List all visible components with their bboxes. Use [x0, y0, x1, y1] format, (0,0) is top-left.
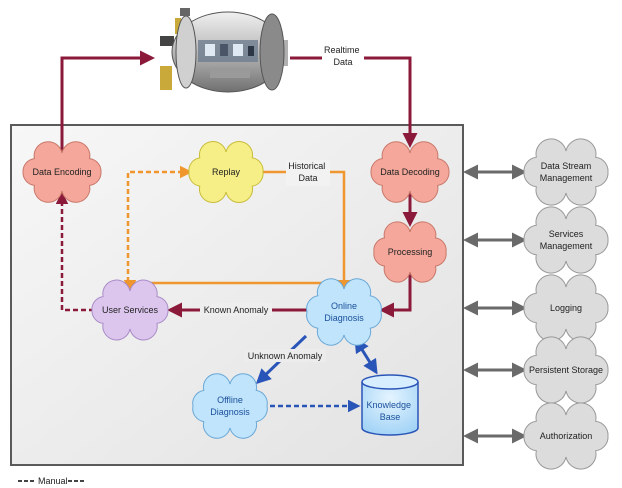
processing-node: Processing: [373, 221, 447, 283]
manual-arrow-user-services-to-encoding: [55, 191, 94, 312]
arrow-processing-to-online: [379, 274, 412, 318]
user-services-node-label: User Services: [102, 305, 159, 315]
legend-manual: Manual: [18, 476, 86, 486]
replay-node-label: Replay: [212, 167, 241, 177]
data-decoding-node: Data Decoding: [370, 141, 450, 203]
service-logging: Logging: [523, 274, 609, 342]
edge-label-known-anomaly: Known Anomaly: [204, 305, 269, 315]
service-authorization-label: Authorization: [540, 431, 593, 441]
edge-label-realtime-data: Realtime Data: [324, 45, 362, 67]
service-connectors: [463, 164, 527, 444]
edge-label-unknown-anomaly: Unknown Anomaly: [248, 351, 323, 361]
user-services-node: User Services: [91, 279, 169, 341]
knowledge-base-cylinder: Knowledge Base: [361, 374, 419, 436]
service-authorization: Authorization: [523, 402, 609, 470]
service-persistent-storage-label: Persistent Storage: [529, 365, 603, 375]
knowledge-base-label: Knowledge Base: [366, 400, 413, 422]
arrow-online-to-user-services-orange: [123, 280, 346, 293]
edge-label-historical-data: Historical Data: [288, 161, 328, 183]
processing-node-label: Processing: [388, 247, 433, 257]
space-station-module-icon: [160, 8, 288, 93]
replay-node: Replay: [188, 141, 264, 203]
data-encoding-node-label: Data Encoding: [32, 167, 91, 177]
data-decoding-node-label: Data Decoding: [380, 167, 440, 177]
service-persistent-storage: Persistent Storage: [523, 336, 609, 404]
legend-manual-label: Manual: [38, 476, 68, 486]
arrow-encoding-to-module: [60, 50, 155, 153]
data-encoding-node: Data Encoding: [22, 141, 102, 203]
service-logging-label: Logging: [550, 303, 582, 313]
